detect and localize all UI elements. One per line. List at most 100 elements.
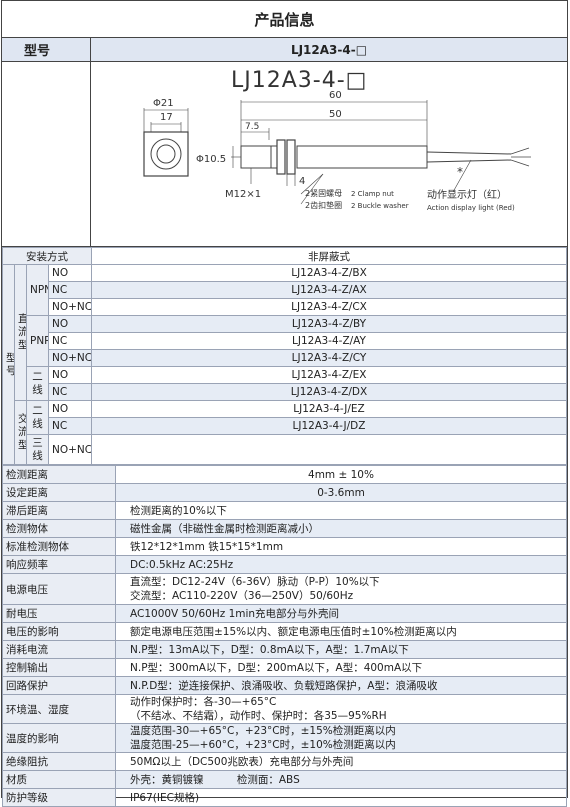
dimension-drawing: LJ12A3-4-□ Φ21 17 — [91, 62, 567, 246]
spec-label: 响应频率 — [2, 555, 116, 574]
dim-d10-5: Φ10.5 — [196, 154, 226, 165]
model-cell: LJ12A3-4-Z/AX — [91, 281, 567, 299]
spec-value: 4mm ± 10% — [115, 465, 567, 484]
group-npn: NPN — [26, 264, 49, 316]
model-table: 安装方式 非屏蔽式 型号 直流型 NPN NO LJ12A3-4-Z/BX NC… — [2, 247, 567, 465]
model-cell: LJ12A3-4-Z/BY — [91, 315, 567, 333]
note-washer: 2齿扣垫圈 — [305, 200, 342, 210]
model-cell: LJ12A3-4-Z/CY — [91, 349, 567, 367]
contact-cell: NO+NC — [48, 298, 92, 316]
spec-value: 外壳：黄铜镀镍 检测面：ABS — [115, 770, 567, 789]
model-cell: LJ12A3-4-J/DZ — [91, 417, 567, 435]
table-row: NC LJ12A3-4-Z/AX — [3, 281, 567, 299]
spec-value: 检测距离的10%以下 — [115, 501, 567, 520]
spec-value: N.P.D型：逆连接保护、浪涌吸收、负载短路保护，A型：浪涌吸收 — [115, 676, 567, 695]
drawing-label-cell — [2, 62, 91, 246]
spec-row: 绝缘阻抗 50MΩ以上（DC500兆欧表）充电部分与外壳间 — [2, 752, 567, 771]
spec-value: 温度范围-30—+65°C，+23°C时，±15%检测距离以内 温度范围-25—… — [115, 723, 567, 753]
spec-label: 检测物体 — [2, 519, 116, 538]
contact-cell: NO — [48, 400, 92, 418]
front-view — [143, 108, 189, 177]
note-washer-en: 2 Buckle washer — [351, 202, 409, 210]
spec-value: IP67(IEC规格) — [115, 788, 567, 807]
model-cell: LJ12A3-4-Z/AY — [91, 332, 567, 350]
spec-label: 绝缘阻抗 — [2, 752, 116, 771]
group-pnp: PNP — [26, 315, 49, 367]
spec-label: 检测距离 — [2, 465, 116, 484]
contact-cell: NO — [48, 264, 92, 282]
spec-value-line: 温度范围-25—+60°C，+23°C时，±10%检测距离以内 — [130, 739, 396, 751]
spec-value: 铁12*12*1mm 铁15*15*1mm — [115, 537, 567, 556]
note-indicator: 动作显示灯（红） — [427, 188, 507, 201]
note-clamp-nut: 2紧固螺母 — [305, 188, 342, 198]
group-ac-two-wire: 二线 — [26, 400, 49, 435]
spec-label: 防护等级 — [2, 788, 116, 807]
spec-label: 消耗电流 — [2, 640, 116, 659]
spec-value-line: （不结冰、不结霜），动作时、保护时：各35—95%RH — [130, 710, 387, 722]
table-row: PNP NO LJ12A3-4-Z/BY — [3, 315, 567, 367]
table-row: 交流型 二线 NO LJ12A3-4-J/EZ — [3, 400, 567, 465]
dim-m12: M12×1 — [225, 189, 261, 200]
spec-row: 电压的影响 额定电源电压范围±15%以内、额定电源电压值时±10%检测距离以内 — [2, 622, 567, 641]
ac-label: 交流型 — [14, 400, 27, 465]
table-row: 二线 NO LJ12A3-4-Z/EX — [3, 366, 567, 401]
spec-row: 回路保护 N.P.D型：逆连接保护、浪涌吸收、负载短路保护，A型：浪涌吸收 — [2, 676, 567, 695]
spec-row: 设定距离 0-3.6mm — [2, 483, 567, 502]
spec-value-line: 直流型：DC12-24V（6-36V）脉动（P-P）10%以下 — [130, 576, 380, 588]
spec-value: 磁性金属（非磁性金属时检测距离减小） — [115, 519, 567, 538]
drawing-heading: LJ12A3-4-□ — [231, 68, 368, 93]
spec-row: 检测物体 磁性金属（非磁性金属时检测距离减小） — [2, 519, 567, 538]
model-cell — [91, 434, 567, 465]
model-cell: LJ12A3-4-Z/BX — [91, 264, 567, 282]
spec-row: 防护等级 IP67(IEC规格) — [2, 788, 567, 807]
install-value: 非屏蔽式 — [91, 247, 567, 265]
spec-row: 温度的影响 温度范围-30—+65°C，+23°C时，±15%检测距离以内 温度… — [2, 723, 567, 753]
type-label: 型号 — [2, 264, 15, 465]
contact-cell: NC — [48, 417, 92, 435]
install-label: 安装方式 — [2, 247, 92, 265]
table-row: 型号 直流型 NPN NO LJ12A3-4-Z/BX — [2, 264, 567, 465]
note-indicator-en: Action display light (Red) — [427, 204, 515, 212]
dim-d21: Φ21 — [153, 98, 174, 109]
dim-d50: 50 — [329, 109, 342, 120]
sensor-dimension-svg: Φ21 17 — [143, 90, 531, 212]
spec-row: 检测距离 4mm ± 10% — [2, 465, 567, 484]
spec-value: N.P型：300mA以下，D型：200mA以下，A型：400mA以下 — [115, 658, 567, 677]
table-row: 三线 NO+NC — [3, 434, 567, 465]
dim-d60: 60 — [329, 90, 342, 101]
spec-label: 耐电压 — [2, 604, 116, 623]
model-value: LJ12A3-4-□ — [290, 42, 368, 57]
spec-value-line: 动作时保护时：各-30—+65°C — [130, 696, 277, 708]
contact-cell: NC — [48, 383, 92, 401]
table-row: NC LJ12A3-4-J/DZ — [3, 417, 567, 435]
spec-value: 额定电源电压范围±15%以内、额定电源电压值时±10%检测距离以内 — [115, 622, 567, 641]
spec-value: 动作时保护时：各-30—+65°C （不结冰、不结霜），动作时、保护时：各35—… — [115, 694, 567, 724]
spec-label: 控制输出 — [2, 658, 116, 677]
model-label: 型号 — [2, 38, 91, 61]
spec-label: 设定距离 — [2, 483, 116, 502]
group-ac-three-wire: 三线 — [26, 434, 49, 465]
note-clamp-nut-en: 2 Clamp nut — [351, 190, 394, 198]
install-row: 安装方式 非屏蔽式 — [2, 247, 567, 265]
table-row: NC LJ12A3-4-Z/DX — [3, 383, 567, 401]
spec-label: 环境温、湿度 — [2, 694, 116, 724]
dim-d4: 4 — [299, 176, 305, 187]
spec-value: 50MΩ以上（DC500兆欧表）充电部分与外壳间 — [115, 752, 567, 771]
spec-label: 电源电压 — [2, 573, 116, 605]
model-cell: LJ12A3-4-Z/DX — [91, 383, 567, 401]
dim-d7-5: 7.5 — [245, 122, 259, 132]
spec-row: 标准检测物体 铁12*12*1mm 铁15*15*1mm — [2, 537, 567, 556]
side-view — [231, 100, 531, 205]
spec-value-line: 温度范围-30—+65°C，+23°C时，±15%检测距离以内 — [130, 725, 396, 737]
model-cell: LJ12A3-4-Z/CX — [91, 298, 567, 316]
spec-value-line: 交流型：AC110-220V（36—250V）50/60Hz — [130, 590, 354, 602]
spec-value: 0-3.6mm — [115, 483, 567, 502]
note-star: * — [457, 165, 463, 179]
spec-table: 检测距离 4mm ± 10% 设定距离 0-3.6mm 滞后距离 检测距离的10… — [2, 465, 567, 807]
contact-cell: NC — [48, 281, 92, 299]
spec-row: 响应频率 DC:0.5kHz AC:25Hz — [2, 555, 567, 574]
contact-cell: NC — [48, 332, 92, 350]
model-cell: LJ12A3-4-J/EZ — [91, 400, 567, 418]
spec-row: 滞后距离 检测距离的10%以下 — [2, 501, 567, 520]
